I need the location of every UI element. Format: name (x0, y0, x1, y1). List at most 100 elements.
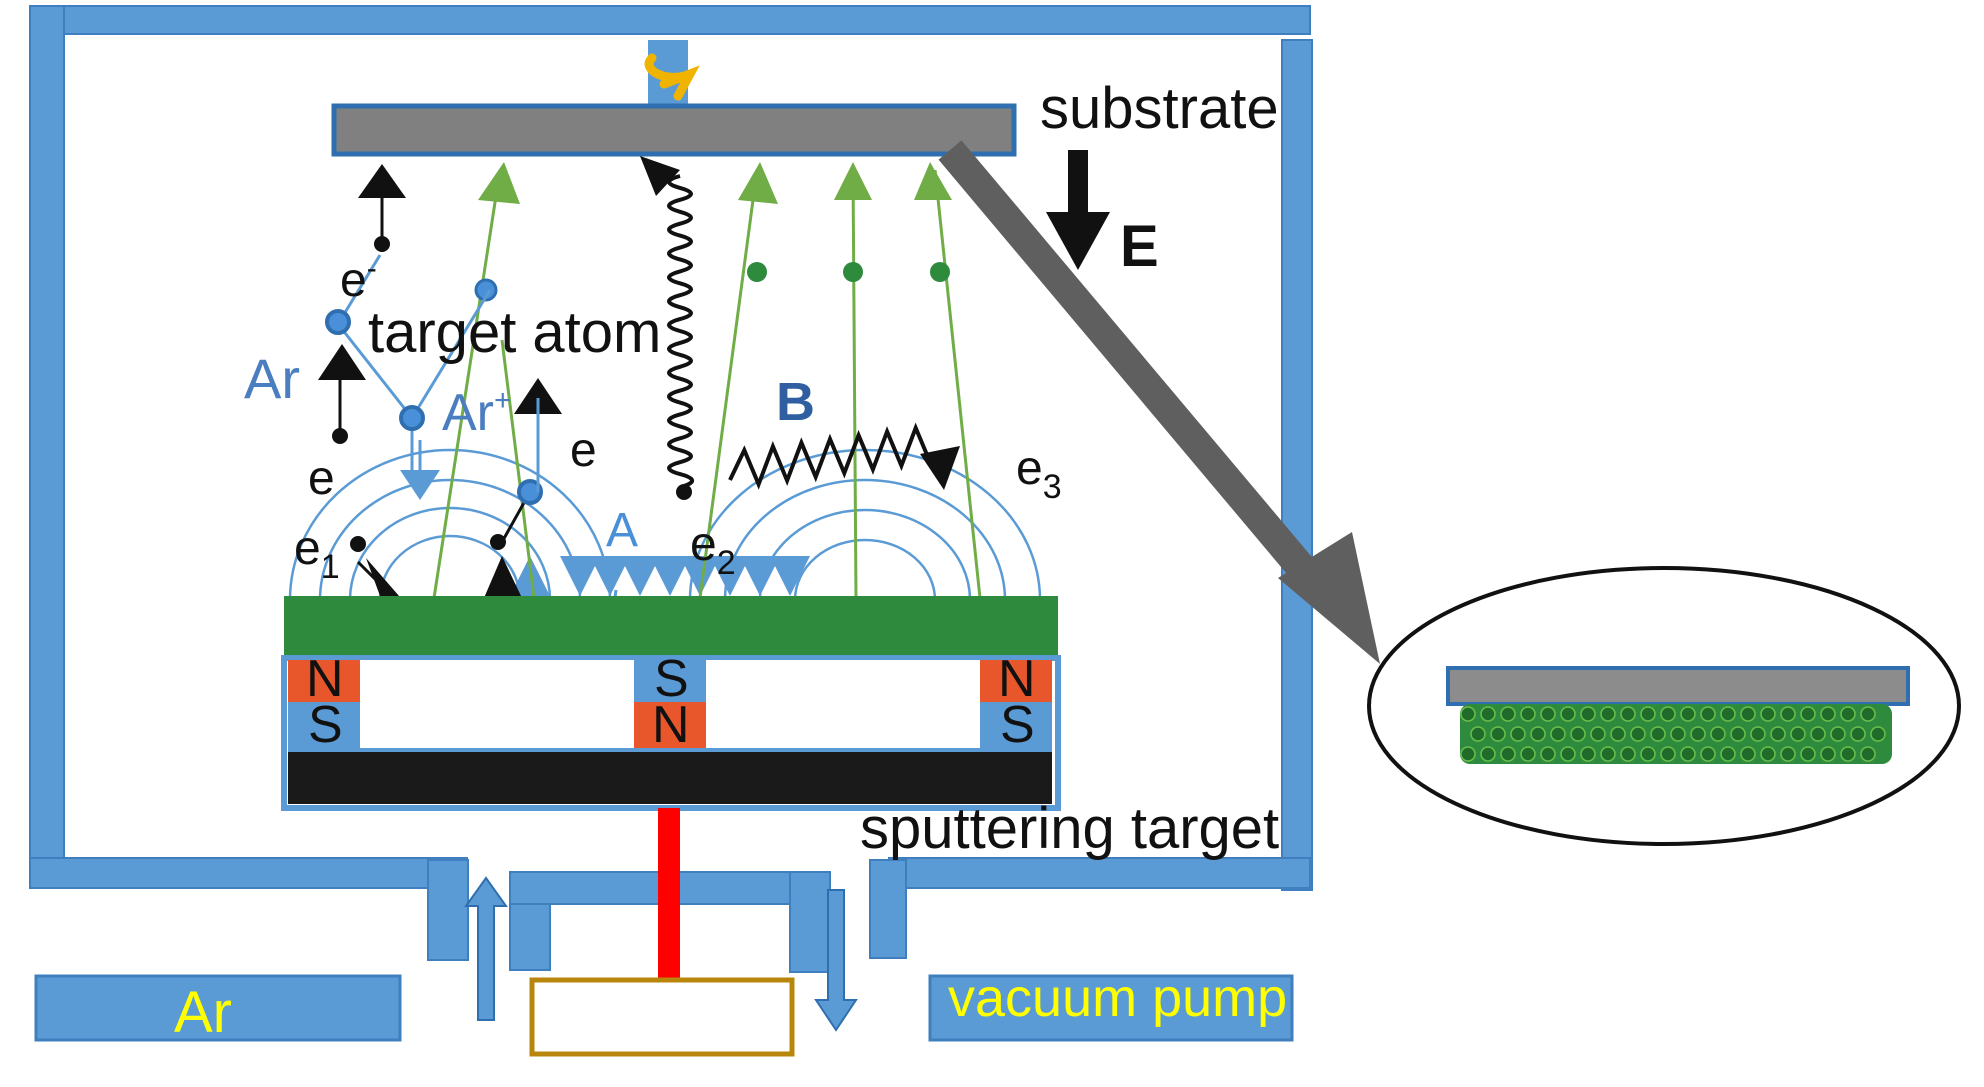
magnet-center (634, 660, 706, 748)
substrate-holder (331, 40, 1017, 157)
film-atom (1660, 746, 1676, 762)
film-atom (1870, 726, 1886, 742)
film-atom (1760, 746, 1776, 762)
film-atom (1620, 746, 1636, 762)
erosion-track (400, 440, 810, 596)
target-atom-label: target atom (368, 300, 661, 365)
film-atom (1810, 726, 1826, 742)
film-atom (1770, 726, 1786, 742)
film-atom (1530, 726, 1546, 742)
magnet-left (288, 660, 360, 748)
film-atom (1500, 706, 1516, 722)
secondary-wave (728, 422, 932, 490)
film-atom (1600, 746, 1616, 762)
sputtering-target-plate (284, 596, 1058, 658)
e1-label-left: e1 (294, 522, 340, 586)
film-atom (1480, 706, 1496, 722)
electric-field-arrow (1046, 150, 1110, 270)
film-atom (1570, 726, 1586, 742)
film-atom (1560, 706, 1576, 722)
film-atom (1820, 746, 1836, 762)
magnet-gap-left (360, 660, 634, 748)
deposited-film-inset (1367, 566, 1961, 846)
film-atom (1760, 706, 1776, 722)
backing-plate (288, 752, 1052, 804)
vacuum-chamber (29, 5, 1313, 891)
film-atom (1730, 726, 1746, 742)
argon-label: Ar (244, 347, 300, 410)
film-atom (1650, 726, 1666, 742)
a-label: A (606, 504, 638, 557)
film-atom (1840, 706, 1856, 722)
film-atom (1520, 746, 1536, 762)
film-atom (1740, 706, 1756, 722)
field-label: E (1120, 214, 1159, 279)
photon-origin (676, 484, 692, 500)
film-atom (1700, 706, 1716, 722)
electrons (332, 236, 506, 552)
film-atom (1780, 746, 1796, 762)
vacuum-pump-box: vacuum pump (928, 968, 1294, 1042)
ar-inlet-box: Ar (34, 974, 402, 1045)
film-atom (1850, 726, 1866, 742)
magnet-gap-right (706, 660, 980, 748)
sputtered-atom-arrowheads (478, 162, 952, 204)
film-atom (1600, 706, 1616, 722)
magnetic-field-label: B (776, 372, 815, 432)
magnet-right-top: N (998, 650, 1036, 708)
film-atom (1840, 746, 1856, 762)
e2-label: e2 (690, 518, 736, 582)
film-atom (1540, 746, 1556, 762)
film-atom (1780, 706, 1796, 722)
film-atom (1640, 746, 1656, 762)
film-atom (1720, 746, 1736, 762)
argon-ion-label: Ar+ (442, 384, 512, 442)
film-atom (1830, 726, 1846, 742)
film-atom (1460, 706, 1476, 722)
magnet-right-bottom: S (1000, 696, 1035, 754)
film-atom (1550, 726, 1566, 742)
electron-label-left: e (308, 452, 335, 505)
film-atom (1700, 746, 1716, 762)
ar-inlet-label: Ar (174, 980, 232, 1045)
zoom-arrow (938, 140, 1380, 664)
film-atom (1860, 746, 1876, 762)
film-atom (1500, 746, 1516, 762)
magnet-right (980, 660, 1052, 748)
vacuum-pump-label: vacuum pump (948, 968, 1287, 1028)
film-atom (1750, 726, 1766, 742)
film-atom (1580, 746, 1596, 762)
sputtering-target-label: sputtering target (860, 796, 1279, 861)
film-atom (1460, 746, 1476, 762)
film-atom (1590, 726, 1606, 742)
film-atom (1560, 746, 1576, 762)
film-atom (1620, 706, 1636, 722)
film-atom (1660, 706, 1676, 722)
film-atom (1520, 706, 1536, 722)
photon-wave (667, 174, 694, 488)
film-atom (1580, 706, 1596, 722)
film-atom (1710, 726, 1726, 742)
film-atom (1510, 726, 1526, 742)
film-atom (1720, 706, 1736, 722)
film-atom (1800, 706, 1816, 722)
sputtered-atom-paths (432, 169, 982, 599)
film-atoms (1460, 706, 1886, 762)
film-atom (1670, 726, 1686, 742)
magnet-center-top: S (654, 650, 689, 708)
secondary-arrowhead (920, 446, 960, 490)
magnet-left-top: N (306, 650, 344, 708)
film-atom (1860, 706, 1876, 722)
film-atom (1680, 746, 1696, 762)
film-atom (1610, 726, 1626, 742)
film-atom (1630, 726, 1646, 742)
photon-arrowhead (640, 156, 680, 196)
gas-flow-arrows (464, 876, 858, 1032)
film-atom (1680, 706, 1696, 722)
electron-label-top: e- (340, 252, 377, 307)
film-atom (1470, 726, 1486, 742)
electron-label-mid: e (570, 424, 597, 477)
film-atom (1640, 706, 1656, 722)
film-atom (1820, 706, 1836, 722)
substrate-label: substrate (1040, 76, 1279, 141)
